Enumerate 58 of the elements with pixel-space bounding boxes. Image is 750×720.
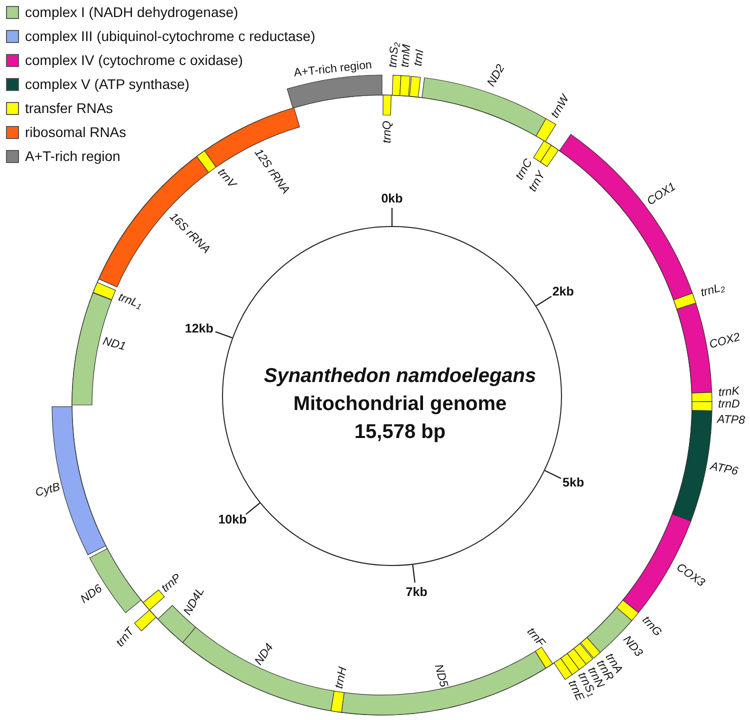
legend-label: complex V (ATP synthase)	[25, 77, 190, 91]
gene-segment	[690, 410, 712, 433]
gene-segment	[204, 107, 300, 168]
gene-label: trnG	[640, 614, 663, 639]
gene-segment	[382, 94, 392, 116]
legend-label: ribosomal RNAs	[25, 125, 126, 139]
genome-length: 15,578 bp	[354, 420, 446, 445]
gene-label: trnD	[718, 399, 740, 411]
gene-label: trnV	[214, 167, 238, 191]
genome-title: Mitochondrial genome	[293, 392, 507, 417]
gene-segment	[409, 76, 421, 98]
gene-segment	[330, 690, 344, 713]
gene-segment	[392, 74, 402, 96]
gene-segment	[580, 637, 601, 658]
gene-segment	[692, 401, 712, 412]
gene-segment	[673, 292, 696, 310]
region-segment	[286, 74, 382, 108]
gene-label: trnM	[400, 44, 414, 68]
scale-label: 12kb	[184, 322, 214, 335]
legend-label: complex IV (cytochrome c oxidase)	[25, 53, 243, 67]
gene-label: trnH	[334, 666, 350, 690]
gene-label: trnI	[413, 48, 427, 68]
gene-label: ND6	[79, 584, 105, 606]
gene-label: ND5	[431, 663, 449, 689]
gene-label: trnK	[718, 386, 740, 400]
gene-segment	[533, 140, 552, 162]
gene-label: ATP8	[716, 414, 746, 428]
legend-label: transfer RNAs	[25, 101, 113, 115]
gene-segment	[691, 392, 712, 402]
region-label: A+T-rich region	[293, 60, 373, 80]
gene-label: COX2	[708, 332, 742, 352]
legend-label: complex I (NADH dehydrogenase)	[25, 5, 238, 19]
scale-label: 10kb	[218, 514, 247, 526]
gene-label: trnP	[160, 572, 184, 596]
gene-segment	[566, 648, 586, 670]
legend-label: A+T-rich region	[25, 149, 120, 163]
scale-label: 5kb	[562, 476, 584, 489]
gene-segment	[560, 653, 580, 675]
gene-segment	[540, 145, 559, 167]
gene-segment	[536, 118, 556, 142]
gene-segment	[196, 150, 216, 173]
scale-label: 7kb	[406, 586, 428, 598]
gene-label: ATP6	[709, 461, 739, 479]
gene-segment	[92, 282, 116, 300]
species-name: Synanthedon namdoelegans	[264, 364, 536, 389]
gene-segment	[616, 600, 639, 621]
gene-label: trnF	[524, 626, 546, 650]
gene-segment	[554, 658, 573, 680]
gene-label: trnQ	[382, 120, 394, 144]
legend-label: complex III (ubiquinol-cytochrome c reductase)	[25, 29, 316, 43]
gene-segment	[534, 646, 553, 668]
gene-segment	[573, 643, 594, 665]
gene-segment	[182, 626, 334, 712]
gene-label: ND1	[101, 336, 127, 354]
gene-label: CytB	[34, 482, 62, 500]
scale-label: 0kb	[381, 192, 403, 205]
scale-label: 2kb	[552, 285, 574, 298]
gene-segment	[134, 610, 156, 632]
